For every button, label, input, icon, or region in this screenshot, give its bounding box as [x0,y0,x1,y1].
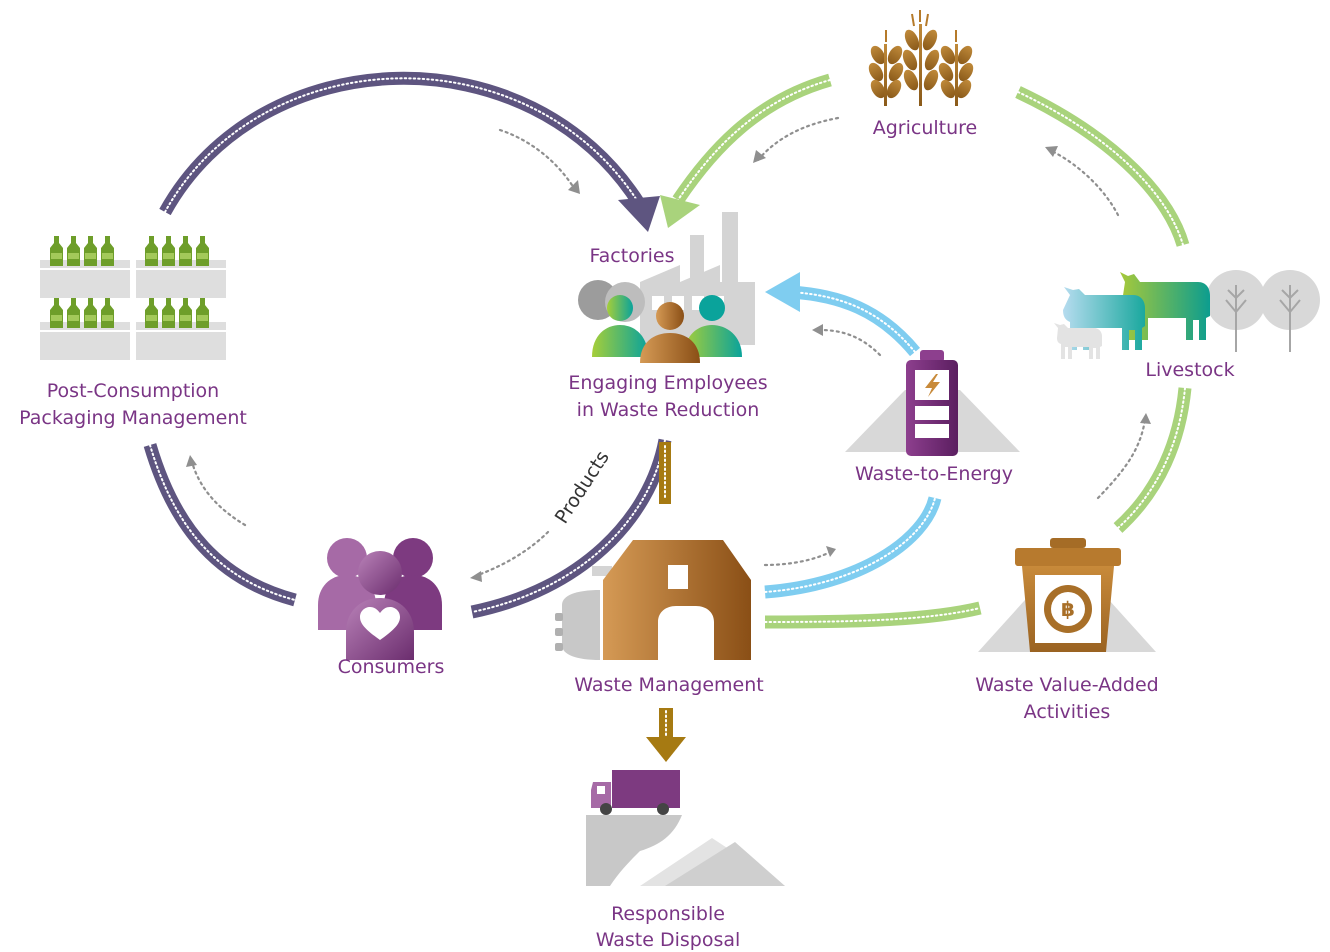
arrow-waste-mgmt-to-energy [764,496,942,599]
arrow-factories-to-consumers [470,438,672,619]
waste-management-label: Waste Management [574,674,763,696]
svg-text:฿: ฿ [1061,597,1075,621]
post-consumption-label-line1: Post-Consumption [47,380,219,402]
arrow-consumers-to-post [143,443,297,607]
bottles-icon [40,236,226,360]
arrow-value-to-livestock [1113,387,1192,533]
disposal-label-line2: Waste Disposal [596,929,741,951]
livestock-label: Livestock [1145,359,1234,381]
trees-icon [1206,270,1320,352]
arrow-livestock-to-agriculture [1015,86,1190,247]
arrow-waste-mgmt-to-disposal [646,708,686,762]
consumers-label: Consumers [338,656,445,678]
people-icon [592,295,742,363]
arrow-energy-to-factories [765,272,920,357]
dotted-flow-arrows [186,116,1151,582]
battery-icon [845,350,1020,456]
barn-icon [555,540,751,660]
engaging-label-line1: Engaging Employees [568,372,767,394]
agriculture-label: Agriculture [873,117,978,139]
waste-to-energy-label: Waste-to-Energy [855,463,1013,485]
disposal-label-line1: Responsible [611,903,725,925]
post-consumption-label-line2: Packaging Management [19,407,247,429]
consumers-icon [318,538,442,660]
arrow-agriculture-to-factories [660,73,832,228]
arrow-post-to-factories [159,71,660,232]
engaging-label-line2: in Waste Reduction [577,399,760,421]
arrow-factories-to-waste-mgmt [659,442,671,504]
truck-icon [586,770,785,886]
cows-icon [1054,272,1210,359]
value-added-label-line2: Activities [1024,701,1111,723]
wheat-icon [868,10,974,106]
products-label: Products [551,447,614,528]
factories-label: Factories [589,245,674,267]
arrow-waste-mgmt-to-value [764,601,982,629]
bin-icon: ฿ [978,538,1156,652]
value-added-label-line1: Waste Value-Added [975,674,1158,696]
